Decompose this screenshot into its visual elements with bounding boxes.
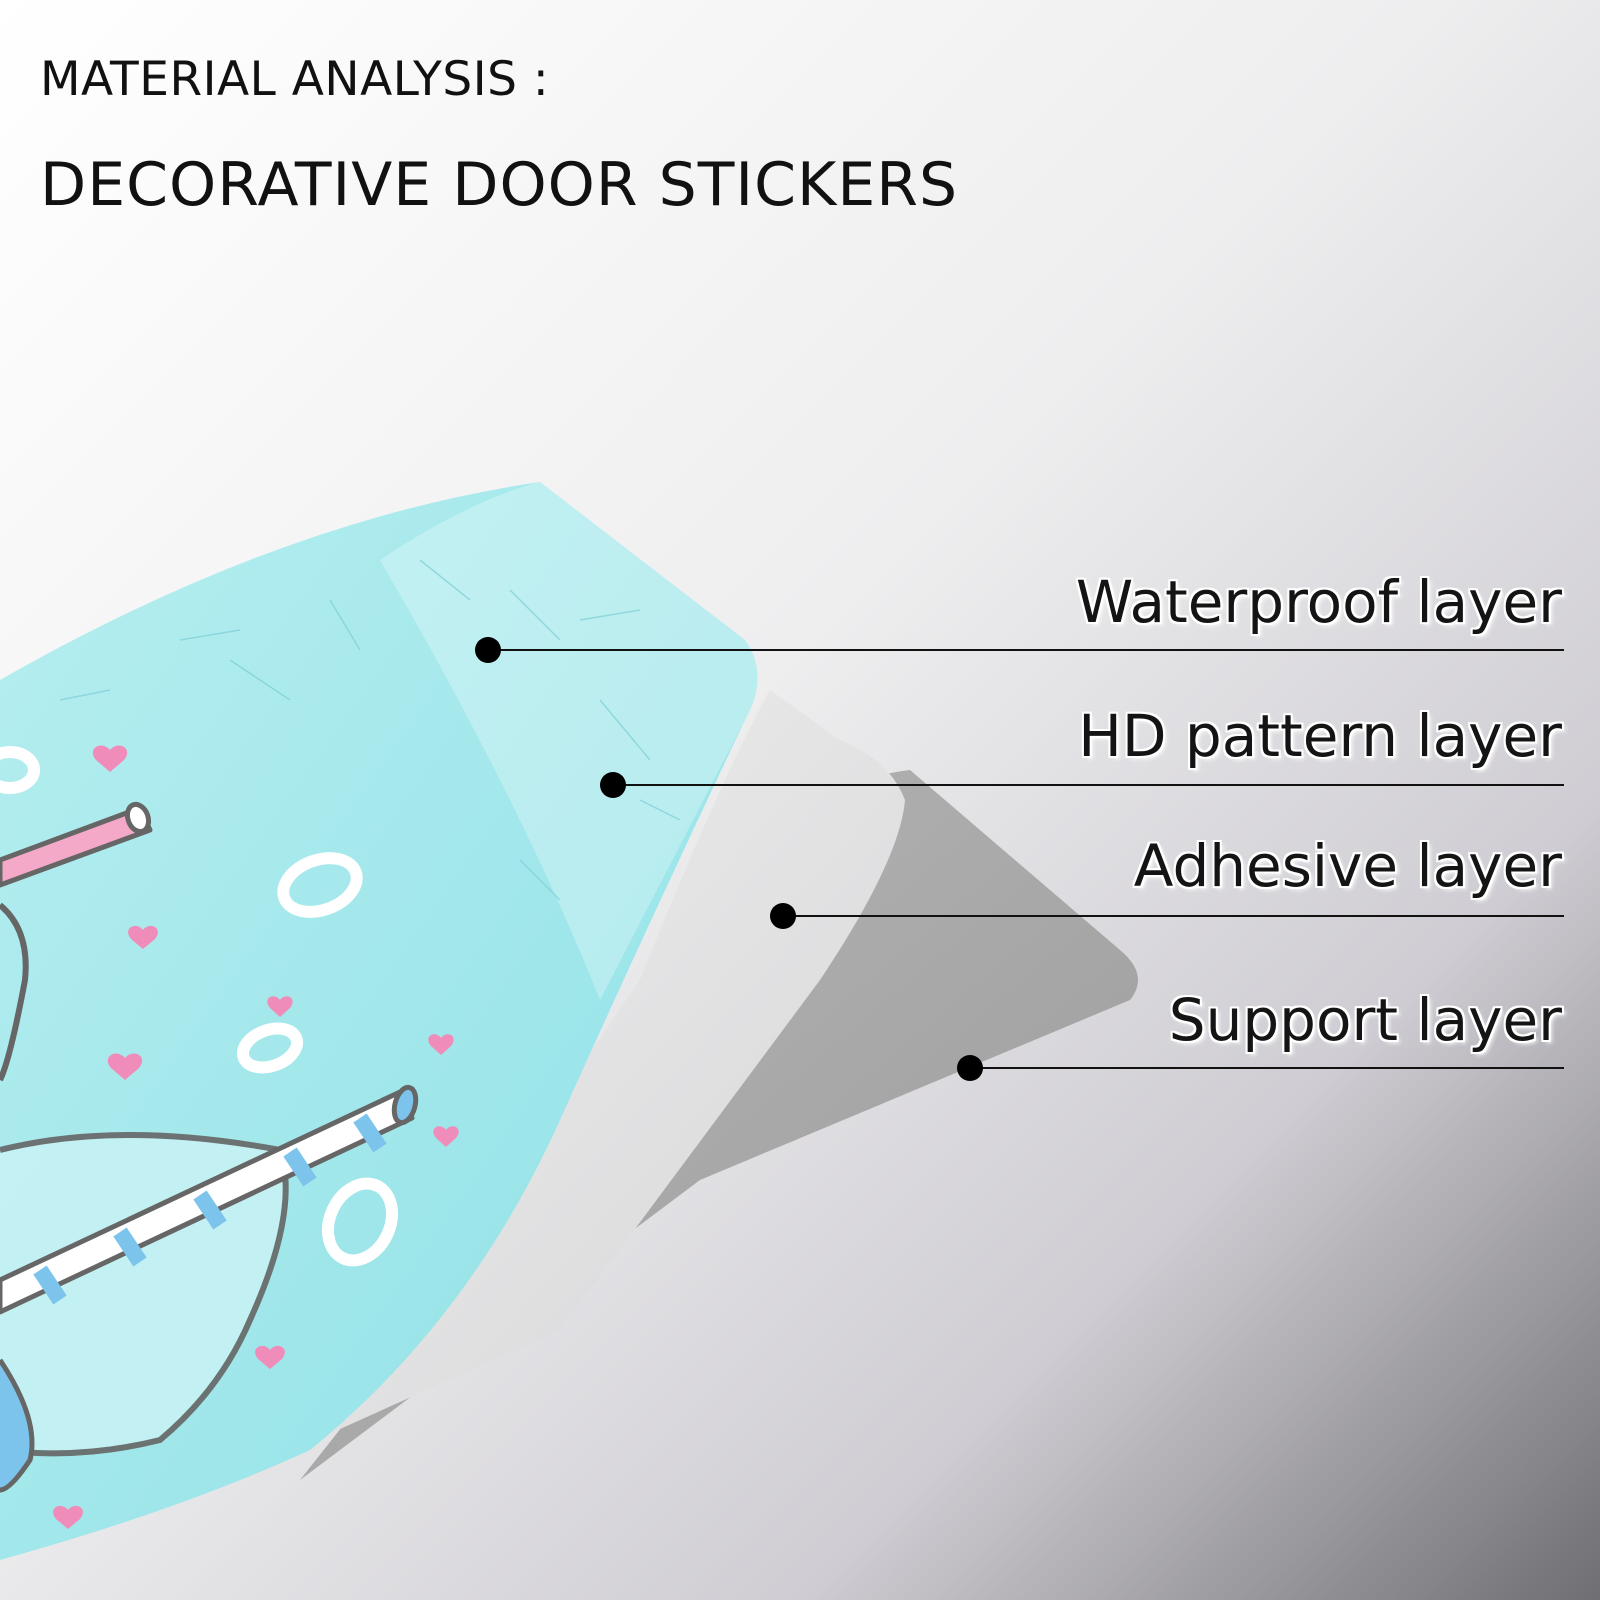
page-subtitle: DECORATIVE DOOR STICKERS — [40, 150, 959, 220]
callout-dot-support — [957, 1055, 983, 1081]
callout-dot-hd-pattern — [600, 772, 626, 798]
heart-icons — [53, 745, 459, 1529]
callout-leaders — [475, 637, 1564, 1081]
callout-dot-waterproof — [475, 637, 501, 663]
adhesive-layer-shape — [160, 690, 905, 1510]
callout-label-hd-pattern: HD pattern layer — [1078, 702, 1562, 770]
pink-cup-illustration — [0, 801, 153, 1082]
callout-label-waterproof: Waterproof layer — [1075, 568, 1562, 636]
page-title: MATERIAL ANALYSIS : — [40, 52, 550, 107]
waterproof-layer-shape — [380, 482, 758, 1000]
bubble-icons — [0, 746, 399, 1267]
callout-dot-adhesive — [770, 903, 796, 929]
blue-cup-illustration — [0, 1084, 419, 1493]
callout-label-adhesive: Adhesive layer — [1133, 832, 1562, 900]
callout-label-support: Support layer — [1168, 986, 1562, 1054]
scratch-texture — [59, 559, 681, 901]
